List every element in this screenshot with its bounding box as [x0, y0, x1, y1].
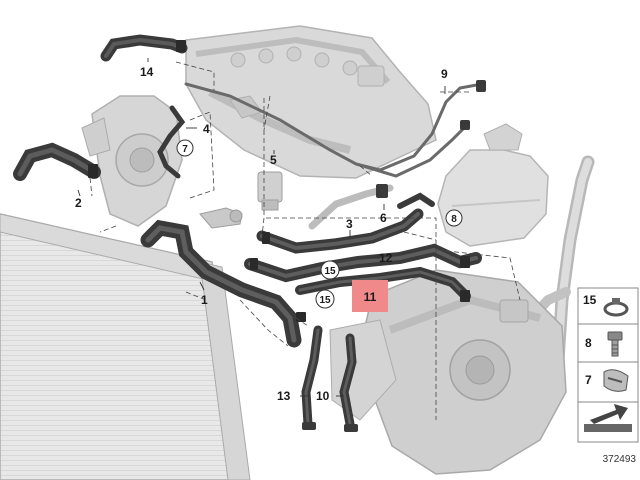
callout-15a-circle[interactable]: 15 — [320, 260, 340, 280]
callout-14[interactable]: 14 — [140, 65, 154, 79]
hose-3 — [256, 208, 424, 254]
hose-13 — [301, 325, 323, 430]
hose-1 — [140, 219, 302, 348]
callout-9[interactable]: 9 — [441, 67, 448, 81]
hose-4 — [157, 105, 186, 179]
svg-text:15: 15 — [319, 295, 331, 306]
callout-4[interactable]: 4 — [203, 122, 210, 136]
callouts: 14 4 2 1 5 3 6 9 12 13 10 — [75, 65, 448, 403]
callout-6[interactable]: 6 — [380, 211, 387, 225]
ground-arrow-icon — [584, 404, 632, 432]
callout-8-circle[interactable]: 8 — [445, 209, 463, 227]
cylinder-head — [185, 25, 437, 179]
callout-15b-circle[interactable]: 15 — [315, 289, 335, 309]
legend-panel: 15 8 7 — [577, 287, 639, 443]
svg-text:15: 15 — [324, 266, 336, 277]
thermostat-housing — [257, 171, 283, 211]
hose-14 — [100, 34, 188, 62]
callout-1[interactable]: 1 — [201, 293, 208, 307]
legend-number-7: 7 — [585, 373, 592, 387]
cable-tie-clip-icon — [603, 369, 629, 392]
expansion-tank — [437, 123, 549, 247]
hose-clamps — [88, 40, 470, 322]
callout-5[interactable]: 5 — [270, 153, 277, 167]
pipe-6 — [308, 184, 435, 230]
svg-text:7: 7 — [182, 144, 188, 155]
highlight-box-11[interactable] — [352, 280, 388, 312]
callout-12[interactable]: 12 — [379, 251, 393, 265]
hose-2 — [13, 142, 101, 181]
turbocharger — [81, 95, 183, 227]
reference-number: 372493 — [603, 454, 637, 465]
callout-7-circle[interactable]: 7 — [176, 139, 194, 157]
callout-2[interactable]: 2 — [75, 196, 82, 210]
callout-13[interactable]: 13 — [277, 389, 291, 403]
bolt-icon — [607, 331, 623, 357]
hose-9 — [184, 80, 486, 178]
hose-clamp-icon — [603, 298, 629, 317]
leader-lines — [77, 58, 446, 397]
legend-number-8: 8 — [585, 336, 592, 350]
callout-11[interactable]: 11 — [364, 290, 377, 304]
legend-number-15: 15 — [583, 293, 597, 307]
assembly-lines — [89, 61, 521, 420]
svg-text:8: 8 — [451, 214, 457, 225]
radiator — [0, 213, 251, 480]
callout-3[interactable]: 3 — [346, 217, 353, 231]
hose-12 — [244, 243, 482, 301]
hose-10 — [339, 333, 358, 432]
temperature-sensor — [199, 207, 243, 229]
circled-callouts: 7 8 15 15 — [176, 139, 463, 309]
callout-10[interactable]: 10 — [316, 389, 330, 403]
